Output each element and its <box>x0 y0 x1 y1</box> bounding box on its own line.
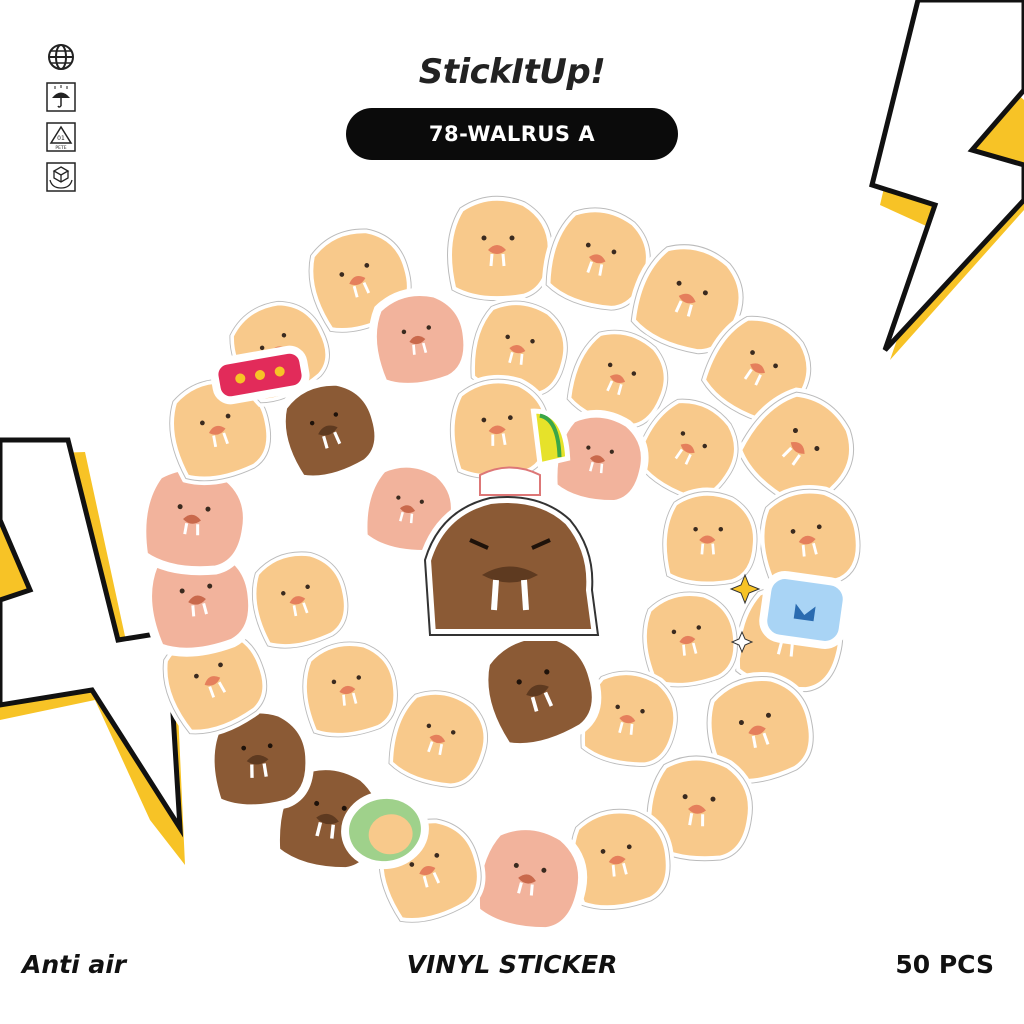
product-code-label: 78-WALRUS A <box>428 122 596 146</box>
svg-text:PETE: PETE <box>55 145 66 151</box>
globe-icon <box>48 44 74 70</box>
umbrella-rain-icon <box>46 82 76 112</box>
package-hands-icon <box>46 162 76 192</box>
recycle-pete-icon: 01 PETE <box>46 122 76 152</box>
product-code-pill: 78-WALRUS A <box>346 108 678 160</box>
lightning-bolt-left <box>0 437 185 865</box>
lightning-bolt-top-right <box>869 0 1024 360</box>
vinyl-sticker-label: VINYL STICKER <box>406 950 618 979</box>
piece-count-label: 50 PCS <box>895 950 994 979</box>
badge-icons: 01 PETE <box>46 42 78 202</box>
anti-air-label: Anti air <box>22 950 127 979</box>
svg-text:01: 01 <box>57 135 65 142</box>
brand-logo: StickItUp! <box>418 52 606 92</box>
featured-walrus-sticker <box>418 466 605 641</box>
